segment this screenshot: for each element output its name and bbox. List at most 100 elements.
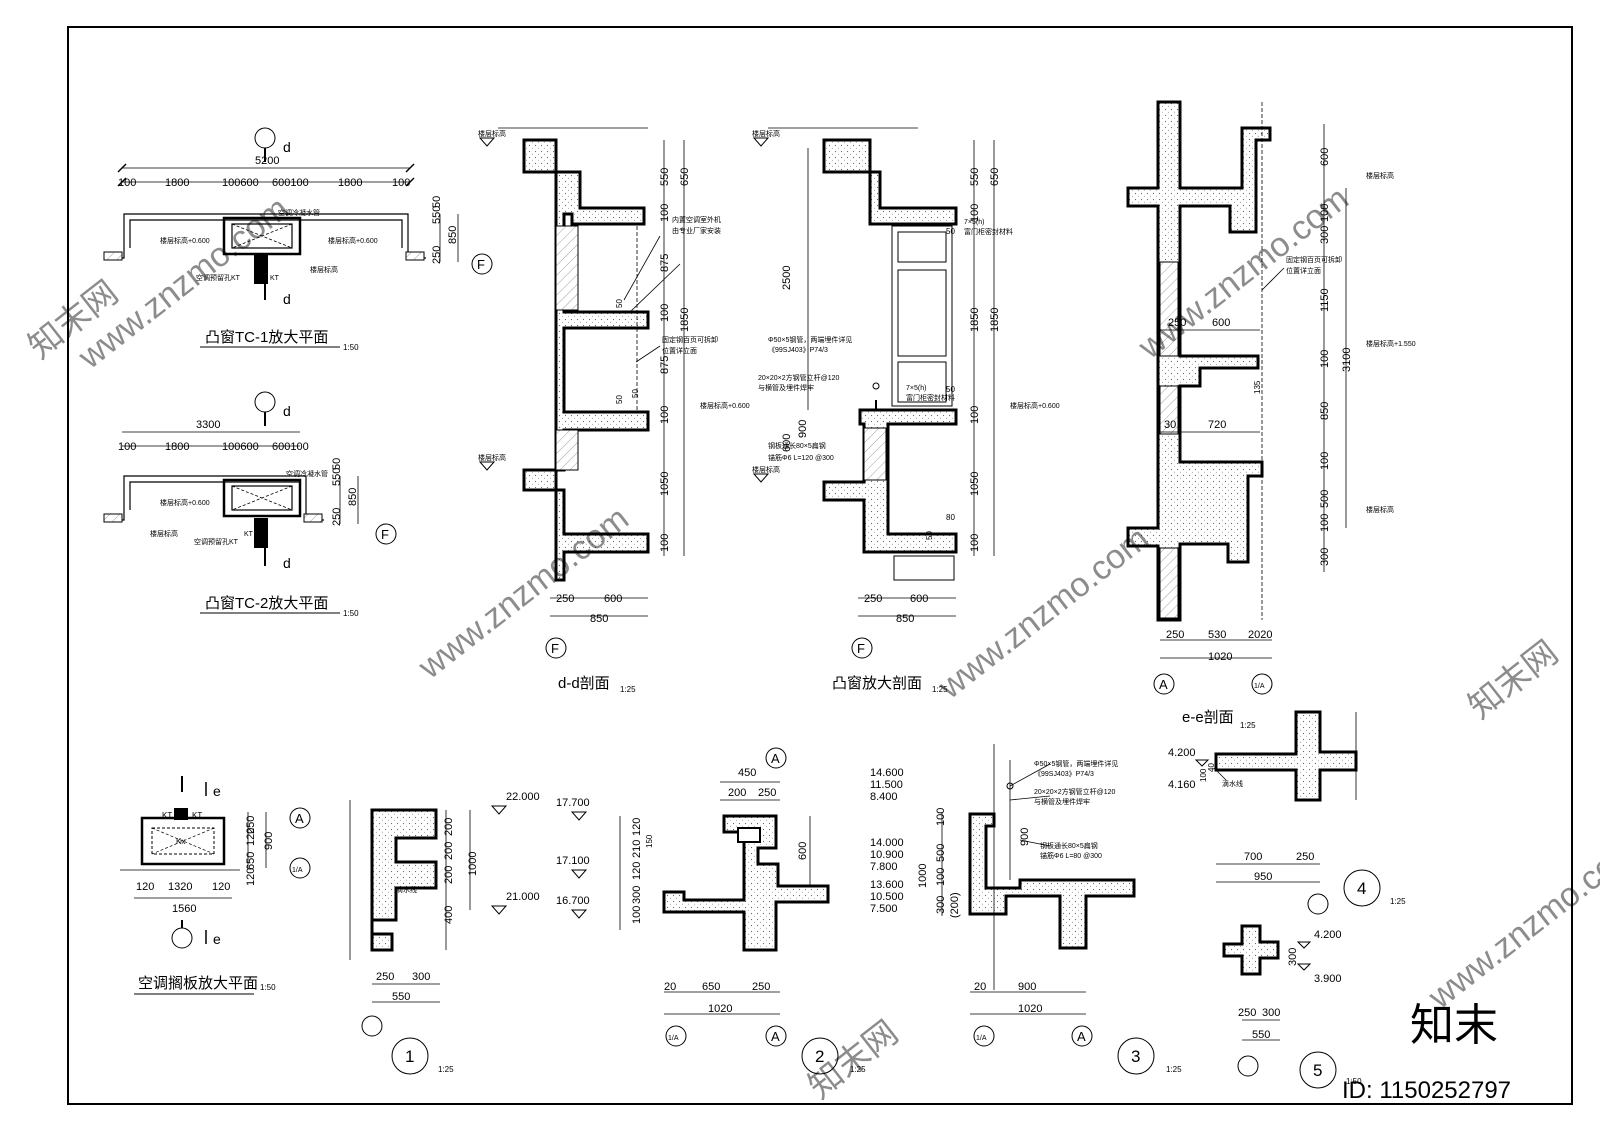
note: 与横管及埋件焊牢 xyxy=(758,383,814,392)
detail-number-circle xyxy=(1343,869,1381,907)
dimension-text: 650 xyxy=(989,168,1001,186)
drawing-title: 空调搁板放大平面 xyxy=(138,974,258,992)
dimension-text: 600 xyxy=(797,842,809,860)
detail-2: 17.700 17.100 16.700 120 210 120 300 100… xyxy=(556,747,866,1075)
dimension-text: 120 xyxy=(136,881,154,893)
dimension-text: 650 xyxy=(679,168,691,186)
dimension-text: 300 xyxy=(1287,948,1299,966)
dimension-text: 100 xyxy=(659,534,671,552)
dimension-text: 200 xyxy=(443,818,455,836)
dimension-text: 1000 xyxy=(917,864,929,888)
dimension-text: 550 xyxy=(1252,1029,1270,1041)
dimension-text: 100 xyxy=(969,406,981,424)
note: 固定钢百页可拆卸 xyxy=(662,335,718,344)
axis-bubble xyxy=(361,1015,383,1037)
dimension-text: 600100 xyxy=(272,177,309,189)
drawing-scale: 1:25 xyxy=(620,685,636,694)
dimension-text: 600 xyxy=(1212,317,1230,329)
note: 空调预留孔KT xyxy=(194,537,239,546)
dimension-text: 1800 xyxy=(165,441,189,453)
note: 钢板通长80×5扁钢 xyxy=(768,441,826,450)
axis-label: F xyxy=(477,257,485,272)
dimension-text: 300 xyxy=(412,971,430,983)
detail-number: 2 xyxy=(815,1047,824,1066)
dimension-text: 250 xyxy=(1166,629,1184,641)
dimension-text: 100 xyxy=(631,906,643,924)
dimension-text: 1050 xyxy=(969,472,981,496)
dimension-text: 100 xyxy=(118,177,136,189)
dimension-text: 1850 xyxy=(989,308,1001,332)
dimension-text: 2500 xyxy=(781,266,793,290)
ac-plan: e KT KT Kx 120 1320 120 1560 250 900 120… xyxy=(120,776,311,995)
note: 楼层标高+0.600 xyxy=(328,236,378,245)
dimension-text: 300 xyxy=(1262,1007,1280,1019)
detail-number-circle xyxy=(1299,1051,1337,1089)
dimension-text: 900 xyxy=(1019,828,1031,846)
dimension-text: 850 xyxy=(896,613,914,625)
drawing-scale: 1:50 xyxy=(343,343,359,352)
watermark-id: ID: 1150252797 xyxy=(1342,1077,1511,1104)
note: KT xyxy=(270,275,280,282)
dimension-text: 850 xyxy=(1319,402,1331,420)
dimension-text: 100 xyxy=(1319,204,1331,222)
detail-number: 1 xyxy=(405,1047,414,1066)
dimension-text: 250 xyxy=(752,981,770,993)
detail-number: 4 xyxy=(1357,879,1366,898)
drawing-scale: 1:25 xyxy=(1390,897,1406,906)
dimension-text: 300 xyxy=(1319,548,1331,566)
level-note: 楼层标高 xyxy=(478,453,506,462)
dimension-text: 50 xyxy=(331,458,343,470)
note: 钢板通长80×5扁钢 xyxy=(1040,841,1098,850)
dimension-text: 1020 xyxy=(708,1003,732,1015)
dimension-text: 650 xyxy=(702,981,720,993)
dimension-text: 550 xyxy=(969,168,981,186)
dimension-text: 250 xyxy=(431,246,443,264)
level-note: 楼层标高+0.600 xyxy=(700,401,750,410)
axis-label: A xyxy=(295,811,304,826)
note: 与横管及埋件焊牢 xyxy=(1034,797,1090,806)
axis-label: F xyxy=(381,527,389,542)
detail-4: 滴水线 4.200 4.160 40 100 700 250 950 4 1:2… xyxy=(1168,710,1406,915)
axis-bubble xyxy=(545,637,567,659)
axis-bubble xyxy=(973,1025,995,1047)
dimension-text: 550 xyxy=(331,468,343,486)
axis-label: 1/A xyxy=(1254,683,1265,690)
small-dim: 50 xyxy=(631,389,640,398)
dimension-text: 250 xyxy=(864,593,882,605)
drawing-title: e-e剖面 xyxy=(1182,709,1234,726)
dimension-text: 250 xyxy=(331,508,343,526)
note: 由专业厂家安装 xyxy=(672,226,721,235)
axis-bubble xyxy=(289,857,311,879)
note: 空调冷凝水管 xyxy=(286,469,328,478)
small-dim: 50 xyxy=(615,299,624,308)
dimension-text: 2020 xyxy=(1248,629,1272,641)
section-mark-d: d xyxy=(283,139,291,155)
dimension-text: 300 xyxy=(1319,226,1331,244)
dimension-text: 1800 xyxy=(338,177,362,189)
dimension-text: 1050 xyxy=(659,472,671,496)
note: Φ50×5钢管，两端埋件详见 xyxy=(1034,759,1118,768)
axis-label: A xyxy=(771,751,780,766)
drawing-scale: 1:25 xyxy=(1240,721,1256,730)
axis-bubble xyxy=(665,1025,687,1047)
note: 锚筋Φ6 L=80 @300 xyxy=(1040,851,1102,860)
dimension-text: 200 xyxy=(443,842,455,860)
axis-label: 1/A xyxy=(668,1035,679,1042)
dimension-text: 700 xyxy=(1244,851,1262,863)
dimension-text: 100 xyxy=(659,406,671,424)
dimension-text: 720 xyxy=(1208,419,1226,431)
elevation: 22.000 xyxy=(506,791,540,803)
drawing-title: 凸窗TC-2放大平面 xyxy=(205,594,328,612)
dimension-text: 250 xyxy=(758,787,776,799)
dimension-text: 1020 xyxy=(1018,1003,1042,1015)
elevation: 10.500 xyxy=(870,891,904,903)
note: 20×20×2方钢管立杆@120 xyxy=(758,373,840,382)
bay-section: 楼层标高 7×5(h) 富门柜密封材料 Φ50×5钢管，两端埋件详见 《99SJ… xyxy=(752,127,1060,694)
detail-3: Φ50×5钢管，两端埋件详见 《99SJ403》P74/3 20×20×2方钢管… xyxy=(870,744,1182,1075)
dimension-text: 550 xyxy=(392,991,410,1003)
dimension-text: 1000 xyxy=(467,852,479,876)
drawing-title: 凸窗放大剖面 xyxy=(832,674,922,692)
note: 锚筋Φ6 L=120 @300 xyxy=(768,453,834,462)
note: 位置详立面 xyxy=(1286,266,1321,275)
